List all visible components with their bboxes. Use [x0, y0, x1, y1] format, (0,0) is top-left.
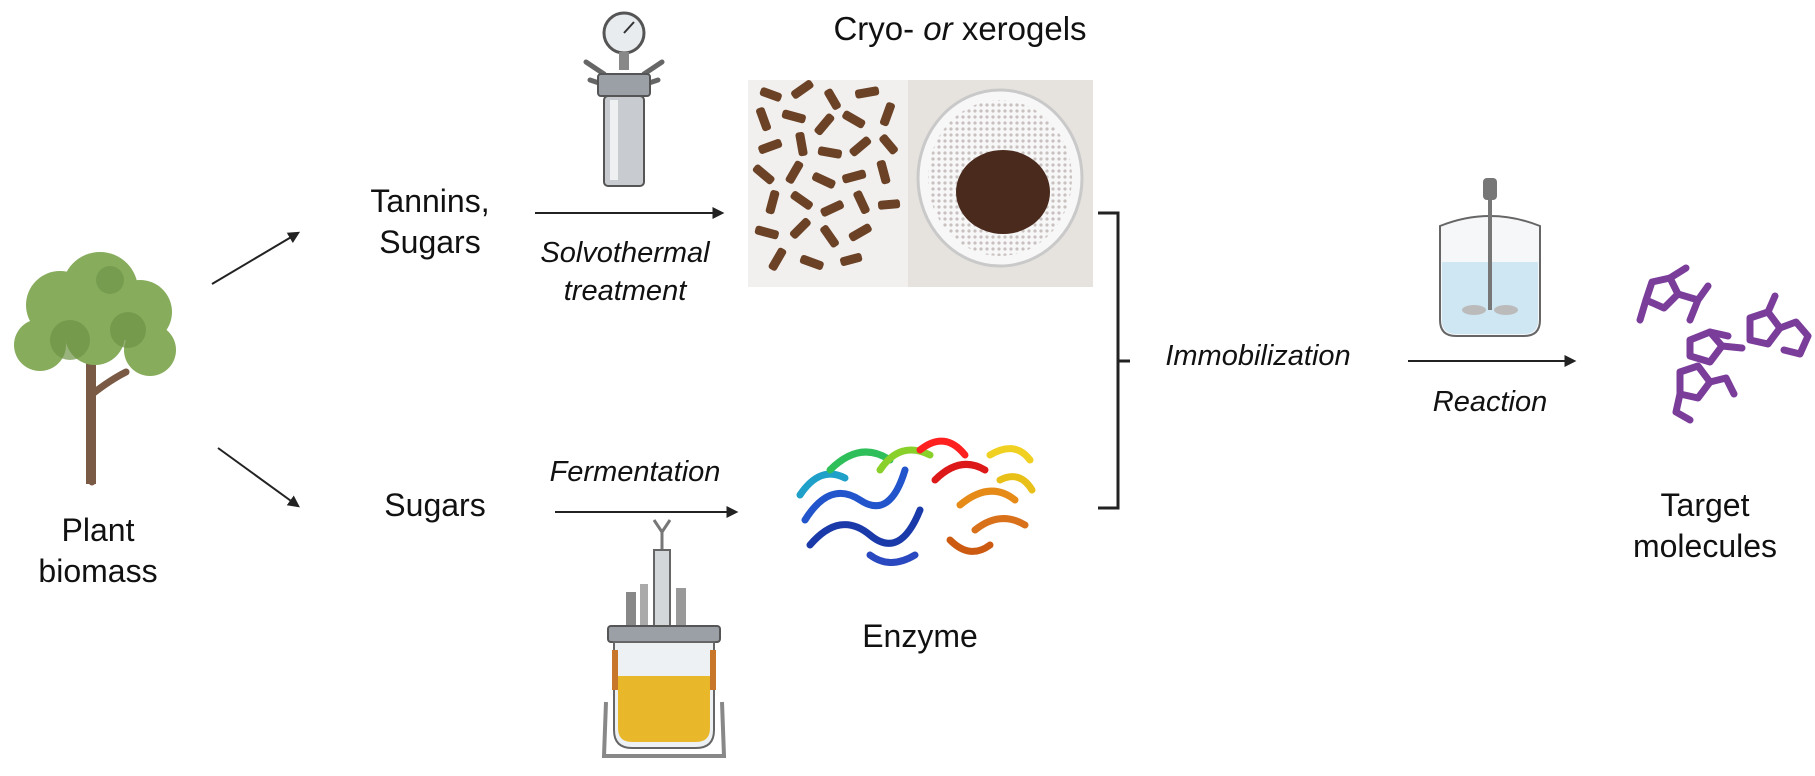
reaction-label: Reaction [1432, 386, 1548, 418]
plant-biomass-label: Plant biomass [18, 510, 178, 592]
tannins-sugars-label: Tannins, Sugars [340, 181, 520, 263]
cryo-or: or [923, 10, 953, 47]
cryo-suffix: xerogels [961, 10, 1087, 47]
enzyme-ribbon-icon [796, 437, 1036, 566]
molecules-icon [1636, 264, 1812, 424]
target-label-line2: molecules [1632, 528, 1778, 564]
arrow-to-sugars [217, 447, 300, 508]
solvothermal-label: Solvothermal treatment [520, 234, 730, 310]
solvothermal-line2: treatment [563, 275, 687, 307]
target-label-line1: Target [1660, 487, 1750, 523]
plant-label-line1: Plant [61, 512, 135, 548]
plant-label-line2: biomass [38, 553, 158, 589]
target-molecules-label: Target molecules [1610, 485, 1800, 567]
solvothermal-line1: Solvothermal [540, 237, 710, 269]
arrow-to-tannins [211, 231, 301, 285]
tree-icon [14, 252, 176, 486]
gel-photo [748, 80, 1093, 287]
immobilization-bracket [1098, 211, 1130, 510]
cryo-prefix: Cryo- [833, 10, 915, 47]
immobilization-label: Immobilization [1165, 340, 1351, 372]
cryo-xerogels-title: Cryo- or xerogels [760, 8, 1160, 50]
fermentation-label: Fermentation [549, 456, 721, 488]
pressure-reactor-icon [583, 11, 665, 187]
tannins-label-line2: Sugars [379, 224, 481, 260]
stirred-reactor-icon [1439, 178, 1541, 337]
bioreactor-icon [601, 519, 727, 758]
sugars-label: Sugars [384, 487, 486, 523]
tannins-label-line1: Tannins, [370, 183, 490, 219]
enzyme-label: Enzyme [862, 618, 978, 654]
